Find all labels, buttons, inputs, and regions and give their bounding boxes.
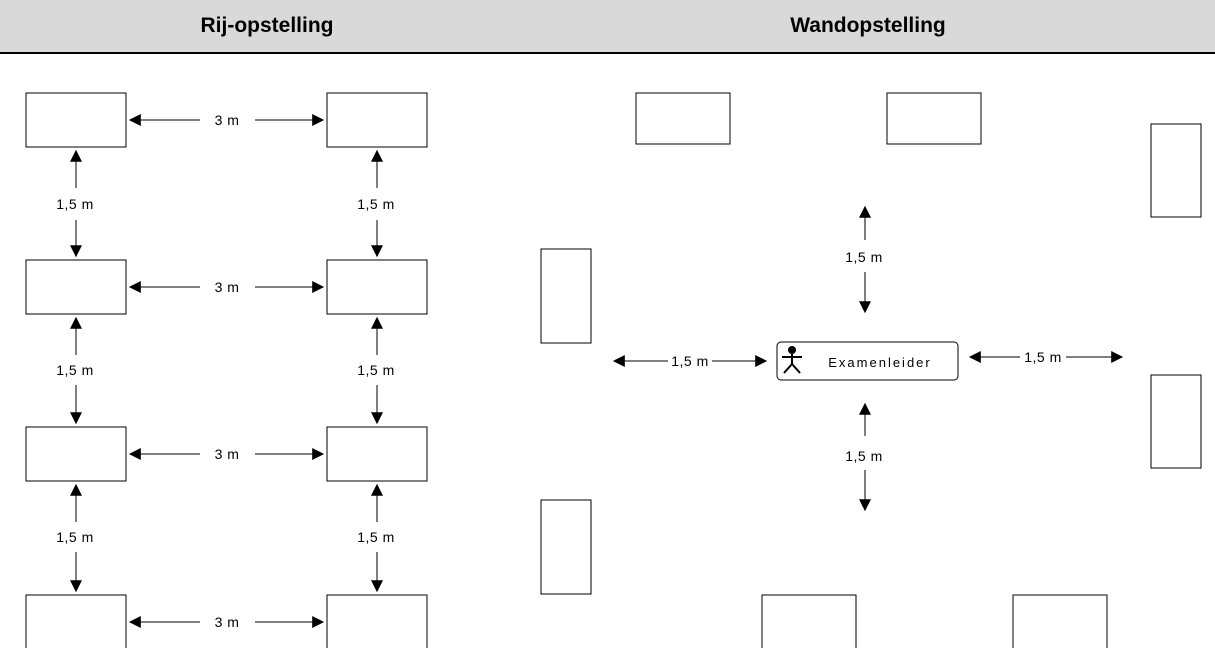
desk: [25, 426, 127, 482]
title-row-layout: Rij-opstelling: [200, 14, 334, 37]
desk: [1150, 123, 1202, 218]
desk: [25, 92, 127, 148]
person-icon: [782, 346, 802, 374]
desk: [540, 499, 592, 595]
distance-label: 3 m: [215, 446, 240, 462]
supervisor-desk: [776, 341, 959, 381]
desk: [540, 248, 592, 344]
distance-label: 3 m: [215, 112, 240, 128]
distance-label: 3 m: [215, 279, 240, 295]
title-wall-layout: Wandopstelling: [790, 14, 946, 37]
supervisor-label: Examenleider: [828, 355, 932, 370]
distance-label: 1,5 m: [357, 529, 395, 545]
distance-label: 1,5 m: [1024, 349, 1062, 365]
distance-label: 3 m: [215, 614, 240, 630]
desk: [886, 92, 982, 145]
desk: [635, 92, 731, 145]
desk: [25, 259, 127, 315]
desk: [326, 259, 428, 315]
row-layout: 3 m 1,5 m 1,5 m 3 m 1,5 m 1,5 m 3 m 1,5 …: [25, 92, 428, 648]
distance-label: 1,5 m: [56, 529, 94, 545]
distance-label: 1,5 m: [845, 249, 883, 265]
desk: [25, 594, 127, 648]
desk: [761, 594, 857, 648]
desk: [1012, 594, 1108, 648]
header-bar: Rij-opstelling Wandopstelling: [0, 0, 1215, 54]
desk: [326, 594, 428, 648]
desk: [326, 426, 428, 482]
distance-label: 1,5 m: [357, 196, 395, 212]
distance-label: 1,5 m: [357, 362, 395, 378]
desk: [326, 92, 428, 148]
distance-label: 1,5 m: [671, 353, 709, 369]
wall-layout: Examenleider 1,5 m 1,5 m 1,5 m 1,5 m: [540, 92, 1202, 648]
distance-label: 1,5 m: [56, 362, 94, 378]
desk: [1150, 374, 1202, 469]
distance-label: 1,5 m: [56, 196, 94, 212]
distance-label: 1,5 m: [845, 448, 883, 464]
